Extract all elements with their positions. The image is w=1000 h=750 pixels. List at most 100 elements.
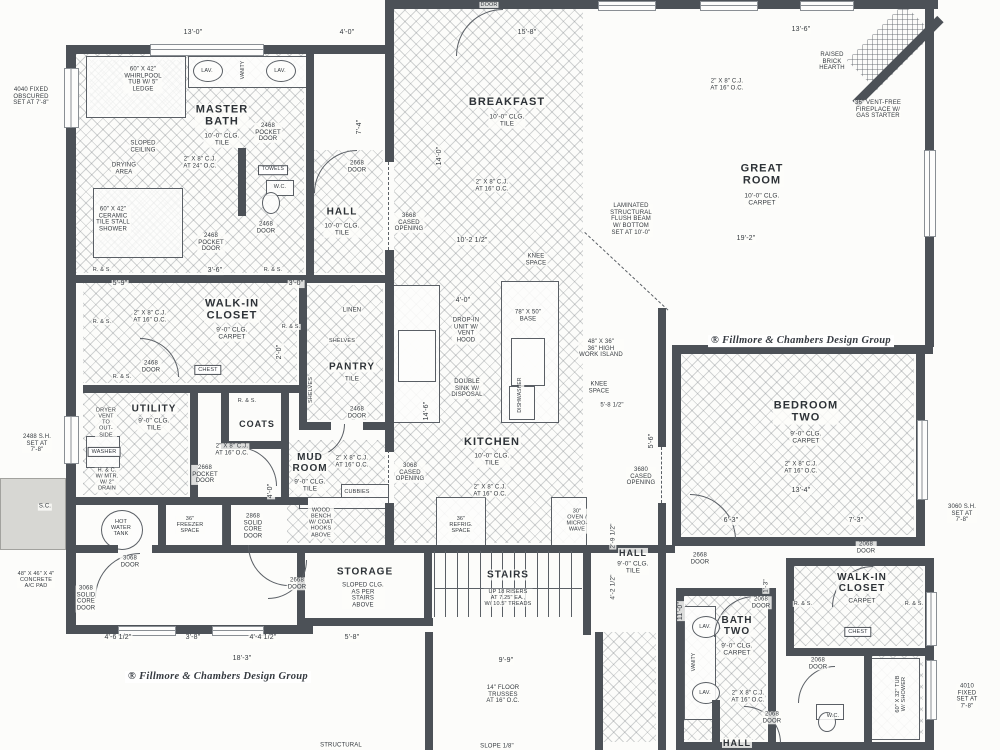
room-label-breakfast: BREAKFAST — [467, 95, 547, 109]
annotation-label: LAMINATED STRUCTURAL FLUSH BEAM W/ BOTTO… — [609, 203, 653, 237]
annotation-label: 2" X 8" C.J. AT 16" O.C. — [214, 443, 250, 457]
dimension-label: 4'-2 1/2" — [609, 573, 617, 601]
annotation-label: R. & S. — [903, 600, 925, 608]
wall — [221, 393, 229, 446]
wall — [595, 632, 603, 750]
room-label-bath-two: BATH TWO — [720, 614, 754, 638]
room-finish-label: 9'-0" CLG. TILE — [293, 478, 327, 494]
annotation-label: H. & C. W/ MTR. W/ 2" DRAIN — [94, 467, 120, 493]
dimension-label: 18'-3" — [231, 655, 253, 663]
stair-tread — [445, 551, 447, 617]
annotation-label: 2668 DOOR — [689, 552, 711, 566]
annotation-label: 2668 DOOR — [286, 577, 308, 591]
dimension-label: 13'-0" — [182, 29, 204, 37]
room-label-walk-in-closet: WALK-IN CLOSET — [203, 297, 261, 323]
room-label-stairs: STAIRS — [486, 569, 530, 581]
door-swing-arc — [798, 666, 835, 703]
wall — [385, 250, 394, 452]
stair-tread — [559, 551, 561, 617]
dimension-label: 13'-4" — [790, 487, 812, 495]
wall — [299, 283, 307, 430]
stair-tread — [525, 551, 527, 617]
annotation-label: W.C. — [825, 712, 841, 720]
annotation-label: 2668 DOOR — [346, 160, 368, 174]
annotation-label: DISHWASHER — [517, 376, 524, 414]
annotation-label: UP 18 RISERS AT 7.25" EA., W/ 10.5" TREA… — [483, 588, 533, 608]
stair-tread — [513, 551, 515, 617]
room-label-kitchen: KITCHEN — [463, 435, 521, 449]
window — [926, 660, 937, 720]
wall — [363, 422, 389, 430]
annotation-label: R. & S. — [262, 266, 284, 274]
dimension-label: 4'-0" — [454, 297, 472, 305]
cased-opening-line — [388, 162, 389, 250]
wall — [299, 422, 331, 430]
annotation-label: CHEST — [844, 626, 872, 638]
stair-tread — [548, 551, 549, 617]
wall — [786, 648, 933, 656]
fixture-ellipse — [262, 192, 280, 214]
annotation-label: 2468 DOOR — [255, 221, 277, 235]
wall — [306, 275, 390, 283]
wall — [221, 441, 287, 449]
wall — [676, 596, 684, 750]
cased-opening-line — [388, 450, 389, 503]
floor-hatch — [307, 285, 383, 420]
dimension-label: 5'-6" — [648, 432, 656, 450]
wall — [672, 537, 925, 546]
stair-tread — [536, 551, 538, 617]
room-label-hall-two: HALL — [618, 547, 648, 559]
dimension-label: 5'-9" — [111, 280, 129, 288]
annotation-label: R. & S. — [792, 600, 814, 608]
room-finish-label: CARPET — [847, 597, 877, 605]
window — [917, 420, 928, 500]
annotation-label: R. & S. — [91, 266, 113, 274]
annotation-label: SLOPED CLG. AS PER STAIRS ABOVE — [341, 582, 385, 610]
annotation-label: 14" FLOOR TRUSSES AT 16" O.C. — [485, 684, 521, 706]
annotation-label: 2068 DOOR — [855, 541, 877, 555]
window — [700, 1, 758, 11]
room-finish-label: 9'-0" CLG. CARPET — [720, 642, 754, 658]
annotation-label: CUBBIES — [343, 488, 371, 496]
annotation-label: 2068 DOOR — [750, 596, 772, 610]
window — [150, 44, 264, 56]
window — [118, 626, 176, 636]
annotation-label: 2" X 8" C.J. AT 16" O.C. — [472, 484, 508, 498]
stair-tread — [468, 551, 470, 617]
window — [598, 1, 656, 11]
annotation-label: R. & S. — [236, 397, 258, 405]
room-label-storage: STORAGE — [335, 566, 395, 578]
wall — [672, 354, 681, 546]
wall — [385, 0, 394, 162]
wall — [424, 553, 432, 626]
room-finish-label: 10'-0" CLG. CARPET — [743, 192, 781, 208]
window — [64, 416, 79, 464]
annotation-label: 2468 POCKET DOOR — [197, 232, 225, 254]
room-label-coats: COATS — [238, 418, 276, 430]
stair-tread — [434, 551, 435, 617]
annotation-label: 3060 S.H. SET AT 7'-8" — [946, 503, 978, 525]
annotation-label: R. & S. — [280, 323, 302, 331]
dimension-label: 4'-4 1/2" — [248, 634, 278, 642]
annotation-label: 2468 POCKET DOOR — [254, 122, 282, 144]
annotation-label: 2" X 8" C.J. AT 16" O.C. — [709, 78, 745, 92]
annotation-label: LAV. — [698, 689, 712, 697]
wall — [66, 45, 76, 422]
dimension-label: 4'-6 1/2" — [103, 634, 133, 642]
dimension-label: 1'-3" — [762, 578, 770, 594]
annotation-label: KNEE SPACE — [587, 381, 611, 395]
dimension-label: 7'-4" — [356, 118, 364, 136]
wall — [306, 45, 314, 283]
room-finish-label: 10'-0" CLG. TILE — [203, 132, 241, 148]
reference-line — [434, 588, 582, 589]
room-finish-label: 9'-0" CLG. TILE — [616, 560, 650, 576]
wall — [75, 497, 308, 505]
fixture-box — [398, 330, 436, 382]
dimension-label: 10'-2 1/2" — [455, 237, 489, 245]
stair-tread — [456, 551, 458, 617]
annotation-label: R. & S. — [91, 318, 113, 326]
dimension-label: 9'-9" — [497, 657, 515, 665]
dimension-label: 11'-0" — [677, 600, 685, 622]
design-group-signature: ® Fillmore & Chambers Design Group — [125, 671, 311, 683]
